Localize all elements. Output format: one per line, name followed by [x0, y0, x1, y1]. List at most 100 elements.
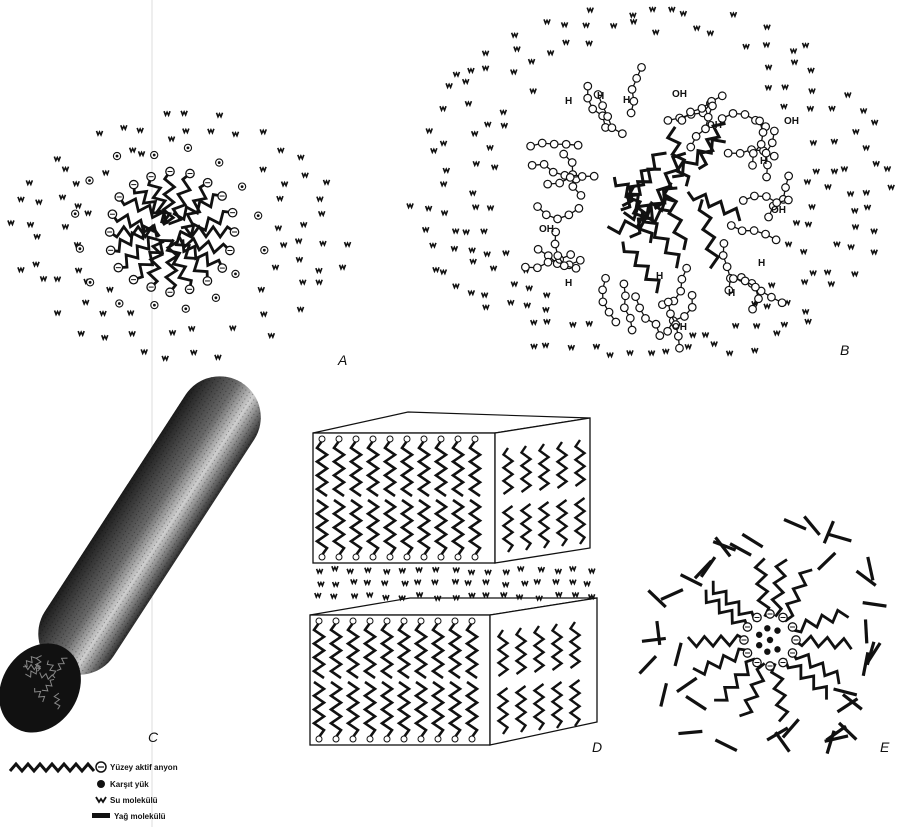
water-molecule: [107, 287, 113, 291]
head-group: [401, 618, 407, 624]
water-molecule: [473, 161, 479, 165]
head-group: [387, 554, 393, 560]
water-molecule: [810, 271, 816, 275]
water-molecule: [511, 282, 517, 286]
chain-bead: [551, 240, 559, 248]
chain-bead: [664, 298, 672, 306]
chain-bead: [741, 111, 749, 119]
head-group: [455, 436, 461, 442]
oil-molecule: [865, 619, 866, 643]
chain-bead: [757, 140, 765, 148]
water-molecule: [189, 326, 195, 330]
water-molecule: [399, 568, 405, 572]
water-molecule: [808, 68, 814, 72]
chain-bead: [782, 184, 790, 192]
head-group: [421, 554, 427, 560]
oh-label: OH: [771, 205, 786, 216]
legend-label-water-molecule: Su molekülü: [110, 796, 158, 805]
chain-bead: [560, 150, 568, 158]
chain-bead: [538, 139, 546, 147]
counter-charge: [774, 646, 780, 652]
chain-bead: [678, 275, 686, 283]
water-molecule: [786, 242, 792, 246]
water-molecule: [810, 140, 816, 144]
water-molecule: [491, 266, 497, 270]
water-molecule: [407, 203, 413, 207]
chain-bead: [589, 105, 597, 113]
water-molecule: [556, 592, 562, 596]
water-molecule: [589, 569, 595, 573]
water-molecule: [483, 305, 489, 309]
water-molecule: [774, 331, 780, 335]
head-group: [435, 618, 441, 624]
water-molecule: [863, 190, 869, 194]
chain-bead: [687, 108, 695, 116]
water-molecule: [97, 131, 103, 135]
water-molecule: [568, 345, 574, 349]
water-molecule: [453, 72, 459, 76]
water-molecule: [631, 19, 637, 23]
chain-bead: [727, 222, 735, 230]
surfactant-tail: [772, 560, 787, 617]
water-molecule: [501, 123, 507, 127]
chain-bead: [756, 117, 764, 125]
chain-bead: [785, 196, 793, 204]
water-molecule: [791, 60, 797, 64]
chain-bead: [556, 179, 564, 187]
chain-bead: [681, 313, 689, 321]
head-group: [353, 554, 359, 560]
chain-bead: [751, 192, 759, 200]
chain-bead: [770, 152, 778, 160]
chain-bead: [599, 102, 607, 110]
water-molecule: [100, 311, 106, 315]
chain-bead: [619, 130, 627, 138]
surfactant-tail: [792, 610, 849, 632]
chain-bead: [590, 172, 598, 180]
water-molecule: [627, 350, 633, 354]
water-molecule: [452, 579, 458, 583]
water-molecule: [825, 184, 831, 188]
water-molecule: [555, 569, 561, 573]
chain-bead: [709, 102, 717, 110]
water-molecule: [584, 581, 590, 585]
water-molecule: [470, 259, 476, 263]
chain-bead: [562, 140, 570, 148]
water-molecule: [813, 169, 819, 173]
water-molecule: [446, 83, 452, 87]
water-molecule: [451, 246, 457, 250]
surfactant-tail: [755, 558, 769, 616]
water-molecule: [191, 350, 197, 354]
counter-charge: [774, 627, 780, 633]
rod-body: [23, 361, 277, 691]
water-molecule: [852, 224, 858, 228]
water-molecule: [317, 569, 323, 573]
water-molecule: [18, 267, 24, 271]
oil-molecule: [834, 689, 857, 695]
water-molecule: [18, 197, 24, 201]
water-molecule: [352, 594, 358, 598]
legend-label-counter-charge: Karşıt yük: [110, 780, 149, 789]
chain-bead: [667, 310, 675, 318]
water-molecule: [553, 579, 559, 583]
head-group: [350, 618, 356, 624]
chain-bead: [544, 180, 552, 188]
water-molecule: [852, 271, 858, 275]
water-molecule: [300, 280, 306, 284]
chain-bead: [750, 227, 758, 235]
water-molecule: [468, 290, 474, 294]
water-molecule: [487, 145, 493, 149]
water-molecule: [417, 592, 423, 596]
chain-bead: [736, 150, 744, 158]
chain-bead: [632, 293, 640, 301]
chain-bead: [626, 314, 634, 322]
water-molecule: [296, 239, 302, 243]
water-molecule: [426, 206, 432, 210]
oh-label: OH: [707, 120, 722, 131]
chain-bead: [577, 192, 585, 200]
water-molecule: [432, 580, 438, 584]
water-molecule: [33, 262, 39, 266]
water-molecule: [803, 43, 809, 47]
head-group: [404, 554, 410, 560]
h-label: H: [597, 91, 604, 102]
water-molecule: [217, 113, 223, 117]
